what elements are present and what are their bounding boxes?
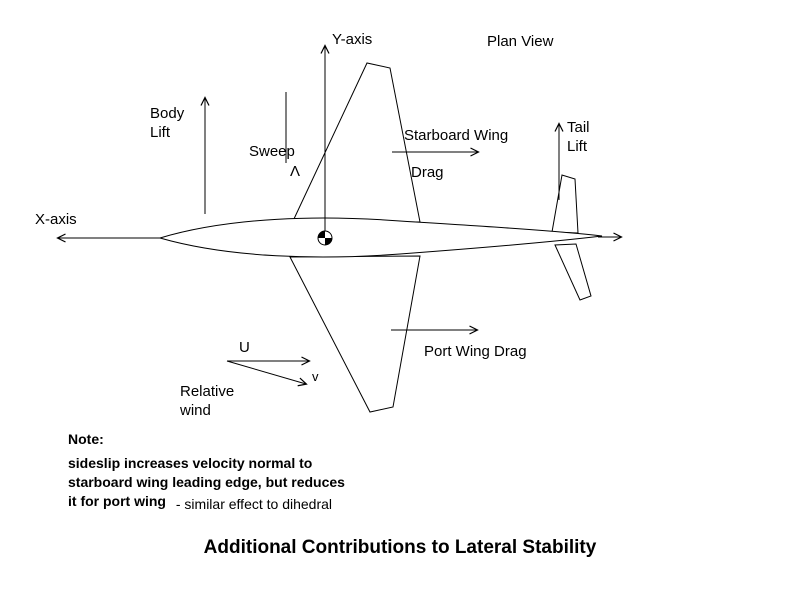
relative-wind-arrow bbox=[226, 360, 308, 387]
cg-symbol bbox=[317, 230, 333, 246]
starboard-drag-label: Drag bbox=[411, 164, 444, 181]
sweep-angle-symbol: Λ bbox=[290, 163, 300, 180]
sweep-label: Sweep bbox=[249, 143, 295, 160]
diagram-title: Additional Contributions to Lateral Stab… bbox=[204, 537, 597, 558]
x-axis-label: X-axis bbox=[35, 211, 77, 228]
y-axis-label: Y-axis bbox=[332, 31, 372, 48]
relative-wind-label: Relative wind bbox=[179, 383, 238, 419]
port-wing-outline bbox=[289, 255, 421, 413]
fuselage-outline bbox=[158, 217, 603, 258]
v-velocity-label: v bbox=[312, 369, 319, 384]
note-line-2: starboard wing leading edge, but reduces bbox=[68, 474, 345, 490]
port-wing-drag-label: Port Wing Drag bbox=[424, 343, 527, 360]
upper-tail-outline bbox=[551, 174, 579, 234]
starboard-wing-label: Starboard Wing bbox=[404, 127, 508, 144]
plan-view-label: Plan View bbox=[487, 33, 554, 50]
note-line-1: sideslip increases velocity normal to bbox=[68, 455, 312, 471]
lower-tail-outline bbox=[554, 243, 592, 301]
note-line-3: it for port wing - similar effect to dih… bbox=[68, 493, 332, 512]
starboard-wing-outline bbox=[292, 62, 421, 223]
u-velocity-label: U bbox=[239, 339, 250, 356]
note-heading: Note: bbox=[68, 431, 104, 447]
body-lift-label: Body Lift bbox=[150, 105, 188, 141]
tail-lift-label: Tail Lift bbox=[567, 119, 594, 155]
